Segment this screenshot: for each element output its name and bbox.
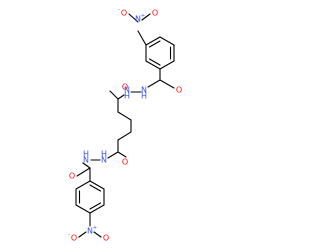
alkyl-chain	[117, 111, 132, 153]
bottom-nitro-n-charge: +	[93, 225, 97, 231]
molecule-canvas: N + O - O O N H N H O O	[68, 7, 183, 243]
top-nitro-group: N + O - O	[118, 7, 158, 46]
nitro-n-label: N	[135, 15, 141, 24]
chain-upper-carbonyl: O	[109, 83, 128, 113]
nitro-o-charge: -	[118, 7, 120, 13]
bottom-nitro-n-label: N	[87, 227, 93, 236]
bottom-h1-label: H	[101, 150, 107, 159]
bottom-nitro-group: N + O O -	[68, 212, 109, 243]
top-h2-label: H	[124, 92, 130, 101]
top-hydrazide: N H N H	[117, 86, 147, 101]
bottom-nh1-label: N	[101, 156, 107, 165]
chain-upper-o-label: O	[122, 83, 128, 92]
chain-lower-carbonyl: O	[107, 151, 128, 167]
top-carbonyl-o-label: O	[176, 86, 182, 95]
bottom-hydrazide: N H N H	[83, 150, 107, 165]
nitro-o-label: O	[152, 9, 158, 18]
chain-lower-o-label: O	[122, 158, 128, 167]
structure-diagram: N + O - O O N H N H O O	[68, 7, 182, 243]
bottom-nitro-o-charge: -	[68, 232, 70, 238]
bottom-carbonyl-o-label: O	[69, 172, 75, 181]
bottom-h2-label: H	[83, 150, 89, 159]
top-benzene-ring	[145, 36, 175, 70]
bottom-carbonyl: O	[69, 162, 91, 182]
top-nh1-label: N	[141, 86, 147, 95]
nitro-o-minus-label: O	[121, 9, 127, 18]
top-h1-label: H	[141, 92, 147, 101]
bottom-nh2-label: N	[83, 156, 89, 165]
bottom-benzene-ring	[75, 180, 105, 214]
bottom-nitro-o-minus-label: O	[71, 234, 77, 243]
top-carbonyl: O	[147, 68, 182, 95]
bottom-nitro-o-label: O	[103, 234, 109, 243]
top-nh2-label: N	[124, 86, 130, 95]
nitro-n-charge: +	[141, 13, 145, 19]
